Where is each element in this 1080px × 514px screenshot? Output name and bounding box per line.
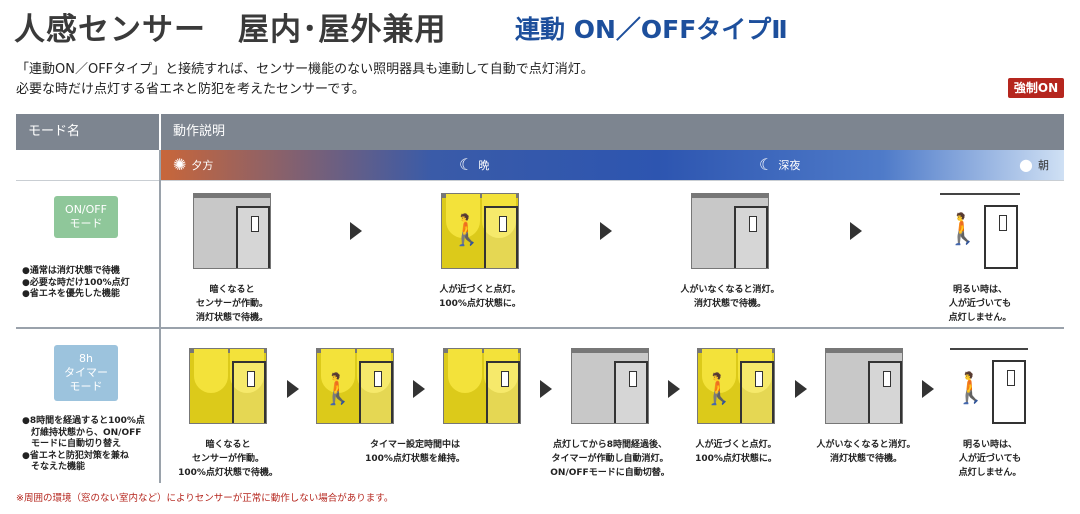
arrow-right-icon	[287, 380, 299, 398]
sun-icon: ●	[1019, 155, 1033, 174]
time-label: 夕方	[191, 159, 214, 172]
room-lit: 🚶	[697, 348, 775, 424]
time-night: ☾ 晩	[459, 150, 489, 180]
note-line: ●8時間を経過すると100%点	[22, 416, 145, 426]
time-label: 深夜	[778, 159, 801, 172]
arrow-right-icon	[795, 380, 807, 398]
person-icon: 🚶	[700, 372, 738, 407]
step-caption: 明るい時は、人が近づいても点灯しません。	[948, 285, 1012, 323]
arrow-right-icon	[600, 222, 612, 240]
door-icon	[740, 361, 774, 423]
step-caption: 人がいなくなると消灯。消灯状態で待機。	[816, 440, 916, 464]
description-column-header: 動作説明	[159, 114, 1064, 150]
time-label: 晩	[478, 159, 490, 172]
step-caption: 人が近づくと点灯。100%点灯状態に。	[695, 440, 777, 464]
door-icon	[486, 361, 520, 423]
door-icon	[359, 361, 393, 423]
mode-name-line: モード	[69, 380, 103, 393]
room-dark	[571, 348, 649, 424]
page-subtitle: 連動 ON／OFFタイプⅡ	[515, 15, 788, 44]
room-dark	[193, 193, 271, 269]
room-daylight: 🚶	[940, 193, 1020, 269]
mode-onoff-label: ON/OFF モード	[54, 196, 118, 238]
person-icon: 🚶	[448, 213, 486, 248]
mode-timer-notes: ●8時間を経過すると100%点 灯維持状態から、ON/OFF モードに自動切り替…	[22, 416, 145, 474]
moon-icon: ☾	[459, 155, 474, 174]
room-daylight: 🚶	[950, 348, 1028, 424]
person-icon: 🚶	[944, 212, 982, 247]
intro-line-2: 必要な時だけ点灯する省エネと防犯を考えたセンサーです。	[16, 82, 365, 97]
room-dark	[825, 348, 903, 424]
step-caption: 暗くなるとセンサーが作動。100%点灯状態で待機。	[178, 440, 278, 478]
step-caption: 点灯してから8時間経過後、タイマーが作動し自動消灯。ON/OFFモードに自動切替…	[550, 440, 670, 478]
time-label: 朝	[1037, 159, 1049, 172]
person-icon: 🚶	[319, 372, 357, 407]
door-icon	[734, 206, 768, 268]
door-icon	[984, 205, 1018, 269]
divider	[16, 327, 1064, 329]
note-line: ●通常は消灯状態で待機	[22, 266, 120, 276]
room-lit: 🚶	[316, 348, 394, 424]
door-icon	[236, 206, 270, 268]
note-line: ●省エネと防犯対策を兼ね	[22, 450, 129, 461]
time-midnight: ☾ 深夜	[759, 150, 800, 180]
room-lit	[189, 348, 267, 424]
intro-line-1: 「連動ON／OFFタイプ」と接続すれば、センサー機能のない照明器具も連動して自動…	[16, 62, 594, 77]
person-icon: 🚶	[952, 371, 990, 406]
note-line: 灯維持状態から、ON/OFF	[22, 427, 142, 438]
step-caption: 明るい時は、人が近づいても点灯しません。	[958, 440, 1022, 478]
page-title: 人感センサー 屋内･屋外兼用	[14, 12, 447, 48]
time-evening: ✺ 夕方	[173, 150, 213, 180]
room-lit: 🚶	[441, 193, 519, 269]
door-icon	[484, 206, 518, 268]
mode-name-line: ON/OFF	[65, 203, 107, 216]
moon-icon: ☾	[759, 155, 774, 174]
note-line: ●必要な時だけ100%点灯	[22, 277, 130, 288]
arrow-right-icon	[350, 222, 362, 240]
door-icon	[614, 361, 648, 423]
time-of-day-bar: ✺ 夕方 ☾ 晩 ☾ 深夜 ● 朝	[161, 150, 1064, 180]
room-dark	[691, 193, 769, 269]
room-lit	[443, 348, 521, 424]
forced-on-badge: 強制ON	[1008, 78, 1064, 98]
step-caption: 暗くなるとセンサーが作動。消灯状態で待機。	[195, 285, 268, 323]
mode-onoff-notes: ●通常は消灯状態で待機 ●必要な時だけ100%点灯 ●省エネを優先した機能	[22, 266, 130, 301]
note-line: そなえた機能	[22, 462, 86, 472]
step-caption: 人がいなくなると消灯。消灯状態で待機。	[680, 285, 780, 309]
mode-column-header: モード名	[16, 114, 159, 150]
mode-name-line: 8h	[79, 352, 93, 365]
sun-icon: ✺	[173, 155, 187, 174]
step-caption: 人が近づくと点灯。100%点灯状態に。	[439, 285, 521, 309]
door-icon	[992, 360, 1026, 424]
arrow-right-icon	[922, 380, 934, 398]
arrow-right-icon	[413, 380, 425, 398]
door-icon	[868, 361, 902, 423]
mode-name-line: タイマー	[64, 366, 108, 379]
divider	[159, 150, 161, 483]
arrow-right-icon	[668, 380, 680, 398]
arrow-right-icon	[850, 222, 862, 240]
mode-timer-label: 8h タイマー モード	[54, 345, 118, 401]
door-icon	[232, 361, 266, 423]
note-line: モードに自動切り替え	[22, 439, 122, 449]
divider	[16, 180, 1064, 181]
time-morning: ● 朝	[1019, 150, 1049, 180]
mode-name-line: モード	[69, 217, 103, 230]
footnote: ※周囲の環境（窓のない室内など）によりセンサーが正常に動作しない場合があります。	[16, 493, 394, 504]
arrow-right-icon	[540, 380, 552, 398]
note-line: ●省エネを優先した機能	[22, 289, 120, 299]
